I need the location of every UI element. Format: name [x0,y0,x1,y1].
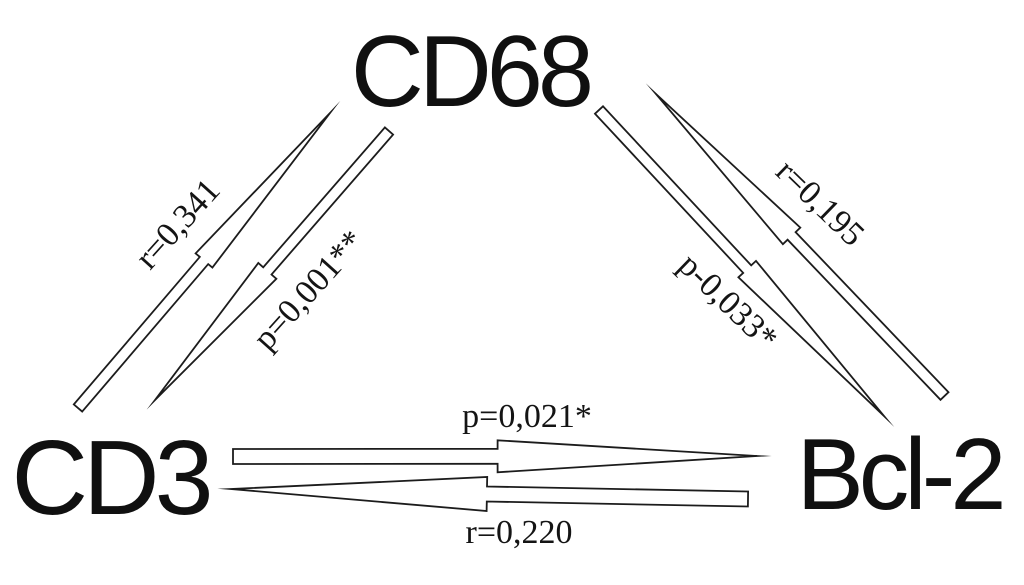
edge-label-cd3-bcl2-p: p=0,021* [462,398,592,435]
arrow-cd68-to-cd3 [146,126,395,410]
node-cd3-label: CD3 [11,419,209,537]
arrow-cd3-to-bcl2 [232,439,772,474]
arrow-bcl2-to-cd3 [217,476,750,512]
edge-label-bcl2-cd3-r: r=0,220 [466,514,573,551]
arrow-bcl2-to-cd68 [645,83,950,402]
arrow-cd3-to-cd68 [72,100,341,413]
node-bcl2-label: Bcl-2 [796,419,1002,531]
node-cd68-label: CD68 [351,16,590,128]
arrow-cd68-to-bcl2 [593,105,895,428]
